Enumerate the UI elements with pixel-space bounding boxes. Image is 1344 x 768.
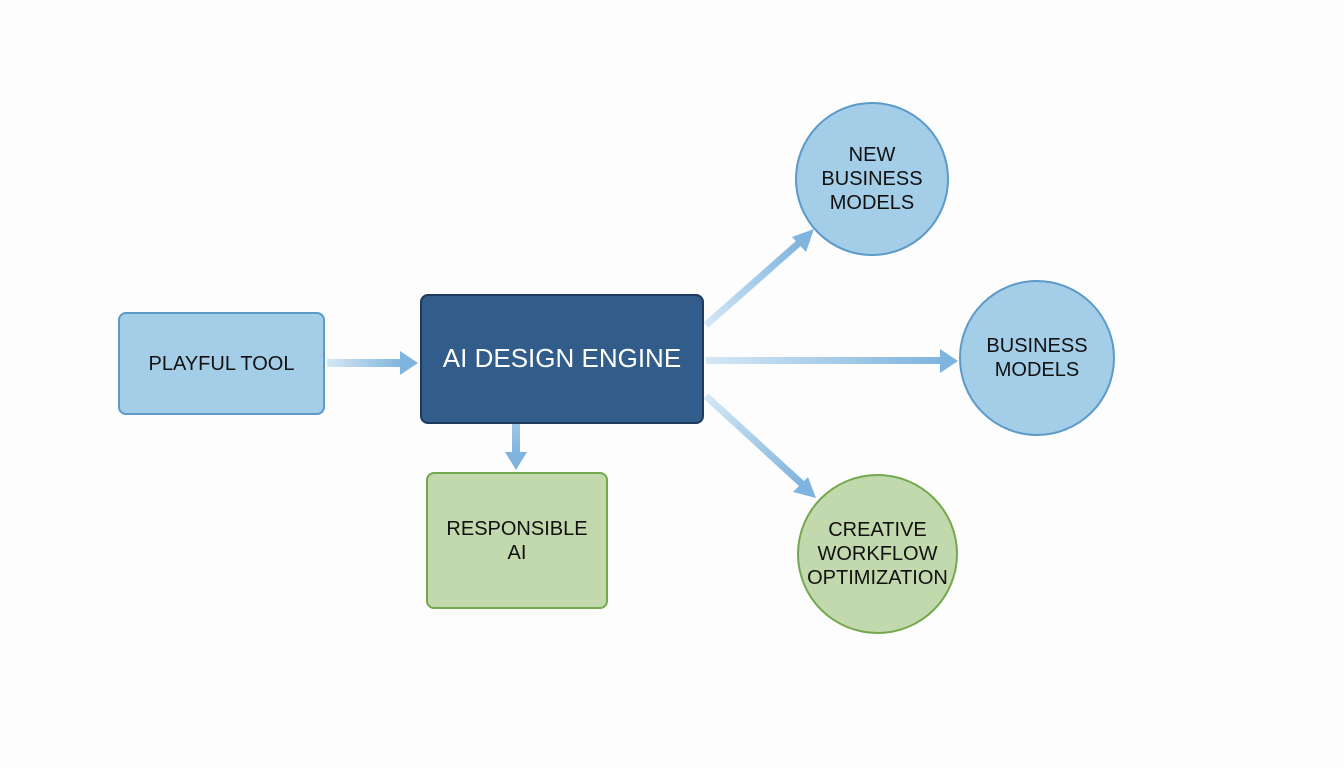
node-business-models[interactable]: BUSINESS MODELS (959, 280, 1115, 436)
node-label: CREATIVE WORKFLOW OPTIMIZATION (807, 519, 948, 589)
node-creative-workflow-optimization[interactable]: CREATIVE WORKFLOW OPTIMIZATION (797, 474, 958, 634)
arrow-engine-to-creative-workflow (703, 393, 816, 498)
node-new-business-models[interactable]: NEW BUSINESS MODELS (795, 102, 949, 256)
arrow-engine-to-business-models (706, 349, 958, 373)
node-label: NEW BUSINESS MODELS (821, 144, 923, 214)
node-ai-design-engine[interactable]: AI DESIGN ENGINE (420, 294, 704, 424)
node-label: PLAYFUL TOOL (148, 352, 295, 375)
arrow-playful-to-engine (327, 351, 418, 375)
node-label: BUSINESS MODELS (986, 335, 1088, 381)
arrow-engine-to-responsible-ai (505, 424, 527, 470)
node-playful-tool[interactable]: PLAYFUL TOOL (118, 312, 325, 415)
arrow-engine-to-new-business-models (703, 229, 814, 328)
node-label: RESPONSIBLE AI (446, 517, 588, 564)
node-label: AI DESIGN ENGINE (442, 343, 682, 374)
node-responsible-ai[interactable]: RESPONSIBLE AI (426, 472, 608, 609)
